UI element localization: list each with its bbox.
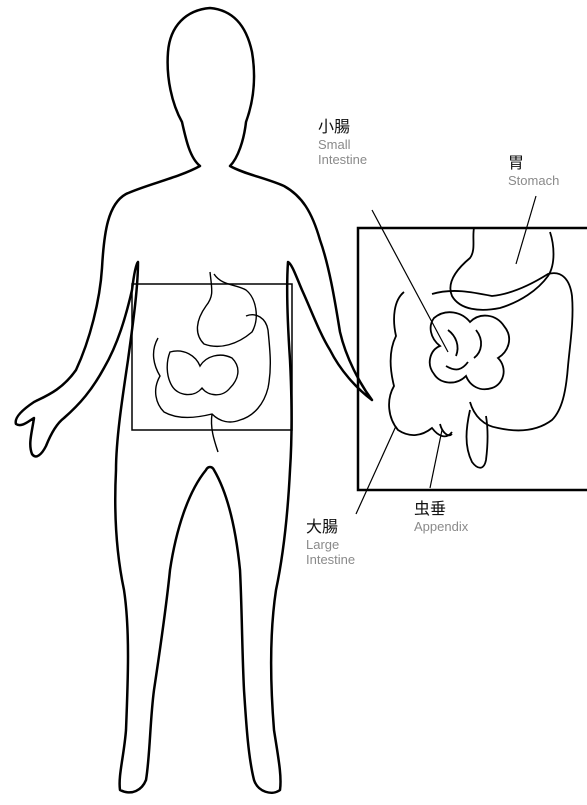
large-intestine-label: 大腸 Large Intestine xyxy=(306,518,355,568)
small-intestine-label: 小腸 Small Intestine xyxy=(318,118,367,168)
small-intestine-en-2: Intestine xyxy=(318,152,367,167)
large-intestine-jp: 大腸 xyxy=(306,518,355,537)
torso-organs xyxy=(154,272,271,452)
leader-lines xyxy=(356,196,536,514)
small-intestine-jp: 小腸 xyxy=(318,118,367,137)
stomach-en: Stomach xyxy=(508,173,559,188)
stomach-jp: 胃 xyxy=(508,154,559,173)
detail-organs xyxy=(389,228,572,468)
large-intestine-en-1: Large xyxy=(306,537,355,552)
small-intestine-leader xyxy=(372,210,448,352)
appendix-label: 虫垂 Appendix xyxy=(414,500,468,534)
large-intestine-leader xyxy=(356,426,396,514)
small-intestine-en-1: Small xyxy=(318,137,367,152)
appendix-leader xyxy=(430,430,442,488)
stomach-leader xyxy=(516,196,536,264)
appendix-en: Appendix xyxy=(414,519,468,534)
stomach-label: 胃 Stomach xyxy=(508,154,559,188)
appendix-jp: 虫垂 xyxy=(414,500,468,519)
large-intestine-en-2: Intestine xyxy=(306,552,355,567)
